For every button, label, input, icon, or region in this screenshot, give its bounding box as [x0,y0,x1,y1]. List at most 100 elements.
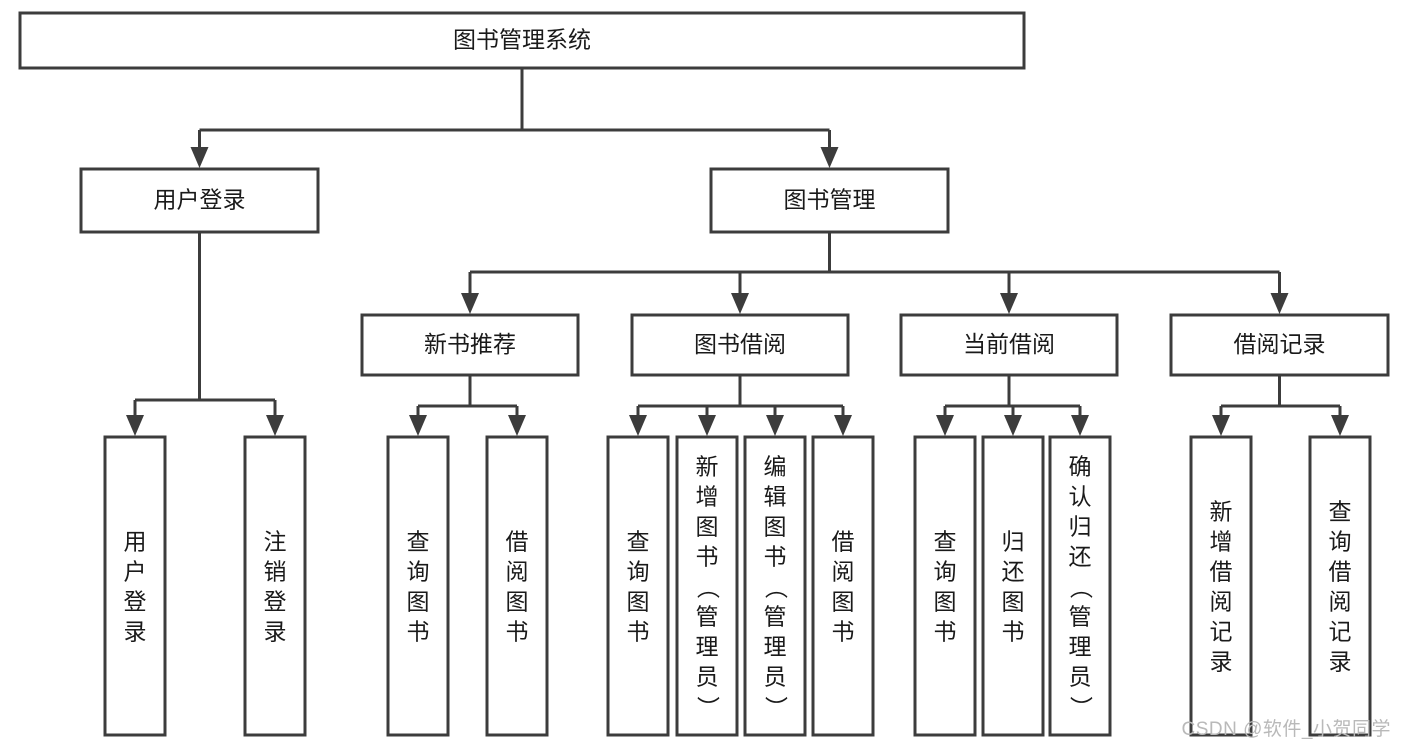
node-box-user-login[interactable] [79,167,320,234]
edge-group-borrow-record [1212,375,1349,436]
arrow-head-icon [1270,293,1289,314]
edge-layer [126,68,1349,436]
node-box-leaf-br-add[interactable] [1189,435,1253,737]
node-box-current-borrow[interactable] [899,313,1119,377]
node-box-leaf-logout[interactable] [243,435,307,737]
edge-group-root [190,68,839,168]
node-book-borrow[interactable]: 图书借阅 [630,313,850,377]
svg-text:询: 询 [1329,528,1352,554]
svg-text:还: 还 [1002,558,1025,584]
node-leaf-user-login[interactable]: 用户登录 [103,435,167,737]
arrow-head-icon [126,415,144,436]
svg-text:图: 图 [764,513,787,539]
svg-text:新: 新 [1210,498,1233,524]
svg-text:阅: 阅 [506,558,529,584]
svg-text:阅: 阅 [1210,588,1233,614]
arrow-head-icon [834,415,852,436]
svg-text:认: 认 [1069,483,1092,509]
svg-text:阅: 阅 [832,558,855,584]
svg-text:用: 用 [124,528,147,554]
node-label-new-book-rec: 新书推荐 [424,331,516,357]
arrow-head-icon [820,147,839,168]
node-box-book-borrow[interactable] [630,313,850,377]
node-user-login[interactable]: 用户登录 [79,167,320,234]
svg-text:理: 理 [764,633,787,659]
svg-text:）: ） [1068,696,1094,719]
node-borrow-record[interactable]: 借阅记录 [1169,313,1390,377]
svg-text:销: 销 [264,558,287,584]
arrow-head-icon [508,415,526,436]
arrow-head-icon [731,293,749,314]
arrow-head-icon [266,415,284,436]
arrow-head-icon [936,415,954,436]
node-current-borrow[interactable]: 当前借阅 [899,313,1119,377]
node-label-borrow-record: 借阅记录 [1234,331,1326,357]
svg-text:查: 查 [1329,498,1352,524]
svg-text:书: 书 [506,618,529,644]
node-box-book-mgmt[interactable] [709,167,950,234]
node-box-leaf-bb-borrow[interactable] [811,435,875,737]
svg-text:询: 询 [407,558,430,584]
node-box-borrow-record[interactable] [1169,313,1390,377]
node-box-leaf-cb-confirm[interactable] [1048,435,1112,737]
node-box-leaf-rec-query[interactable] [386,435,450,737]
svg-text:录: 录 [264,618,287,644]
svg-text:员: 员 [696,663,719,689]
node-box-root[interactable] [18,11,1026,70]
node-box-leaf-cb-query[interactable] [913,435,977,737]
svg-text:询: 询 [627,558,650,584]
node-new-book-rec[interactable]: 新书推荐 [360,313,580,377]
svg-text:管: 管 [696,603,719,629]
node-label-current-borrow: 当前借阅 [963,331,1055,357]
svg-text:员: 员 [1069,663,1092,689]
svg-text:员: 员 [764,663,787,689]
svg-text:查: 查 [627,528,650,554]
edge-group-book-mgmt [461,232,1289,314]
svg-text:）: ） [695,696,721,719]
node-box-leaf-br-query[interactable] [1308,435,1372,737]
svg-text:借: 借 [1210,558,1233,584]
node-box-leaf-rec-borrow[interactable] [485,435,549,737]
arrow-head-icon [1212,415,1230,436]
svg-text:阅: 阅 [1329,588,1352,614]
node-box-leaf-cb-return[interactable] [981,435,1045,737]
node-root[interactable]: 图书管理系统 [18,11,1026,70]
node-label-leaf-user-login: 用户登录 [124,528,147,644]
arrow-head-icon [629,415,647,436]
edge-group-current-borrow [936,375,1089,436]
svg-text:编: 编 [764,453,787,479]
node-box-leaf-bb-edit[interactable] [743,435,807,737]
svg-text:（: （ [695,576,721,599]
node-box-leaf-bb-query[interactable] [606,435,670,737]
svg-text:确: 确 [1069,453,1092,479]
node-box-leaf-bb-add[interactable] [675,435,739,737]
node-box-new-book-rec[interactable] [360,313,580,377]
node-box-leaf-user-login[interactable] [103,435,167,737]
node-layer: 图书管理系统用户登录图书管理新书推荐图书借阅当前借阅借阅记录用户登录注销登录查询… [18,11,1390,737]
svg-text:借: 借 [1329,558,1352,584]
svg-text:录: 录 [1329,648,1352,674]
node-label-root: 图书管理系统 [453,27,591,53]
node-book-mgmt[interactable]: 图书管理 [709,167,950,234]
svg-text:（: （ [763,576,789,599]
